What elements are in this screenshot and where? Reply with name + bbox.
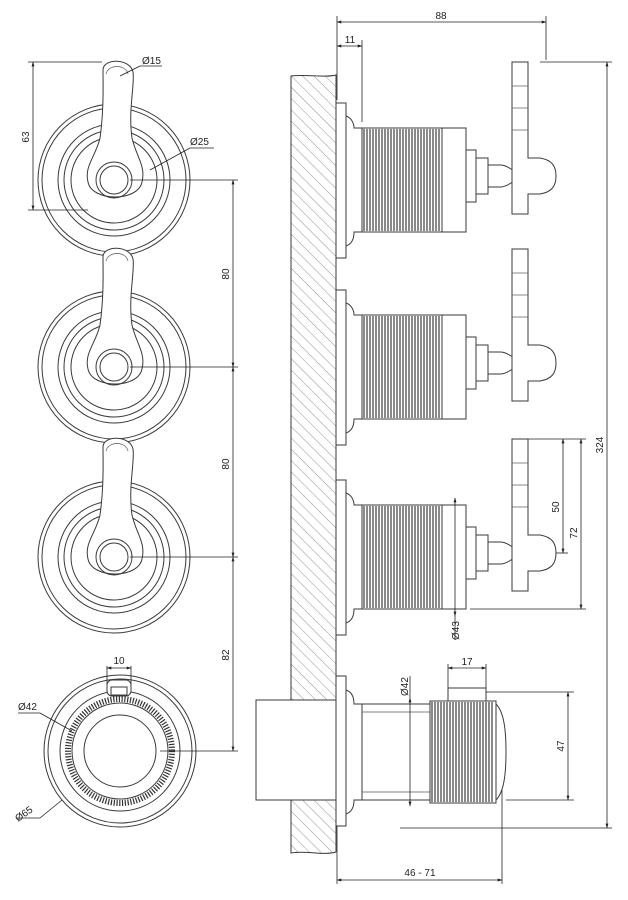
dim-knob-dia: Ø43	[451, 621, 462, 640]
dim-offset-top: 11	[345, 35, 356, 46]
dim-spacing-2: 80	[221, 458, 232, 470]
dim-ring-height: 47	[556, 740, 567, 752]
dim-spacing-3: 82	[221, 649, 232, 661]
front-handle-1	[37, 60, 191, 257]
dim-lever-dia: Ø15	[142, 56, 161, 67]
dim-nozzle-dia: Ø42	[400, 677, 411, 696]
knurl-1	[363, 129, 440, 231]
dim-total-height: 324	[595, 436, 606, 453]
knurl-4	[431, 702, 493, 802]
dim-ring-dia: Ø42	[18, 702, 37, 713]
front-view	[37, 60, 197, 828]
side-module-1	[335, 61, 557, 259]
front-handle-2	[37, 247, 191, 444]
dim-total-depth: 88	[435, 11, 447, 22]
dim-hub-dia: Ø25	[190, 137, 209, 148]
side-view	[255, 61, 557, 854]
front-dimensions: 63 Ø15 Ø25 80 80 82 10 Ø42 Ø65	[13, 56, 238, 824]
dim-depth-range: 46 - 71	[404, 868, 436, 879]
dim-pin-width: 17	[461, 657, 473, 668]
dim-lever-height: 63	[21, 131, 32, 143]
side-diverter	[255, 675, 507, 827]
dim-lever-rise: 50	[551, 501, 562, 513]
dim-pin-gap: 10	[113, 656, 125, 667]
side-module-3	[335, 438, 557, 636]
dim-plate-dia: Ø65	[13, 804, 35, 824]
side-module-2	[335, 248, 557, 446]
side-dimensions: 88 11 324 50 72 Ø43 Ø42 17	[336, 11, 612, 884]
front-handle-3	[37, 437, 191, 634]
dim-spacing-1: 80	[221, 268, 232, 280]
wall-section	[290, 74, 337, 854]
knurl-2	[363, 316, 440, 418]
knurl-3	[363, 506, 440, 608]
dim-lever-span: 72	[569, 527, 580, 539]
